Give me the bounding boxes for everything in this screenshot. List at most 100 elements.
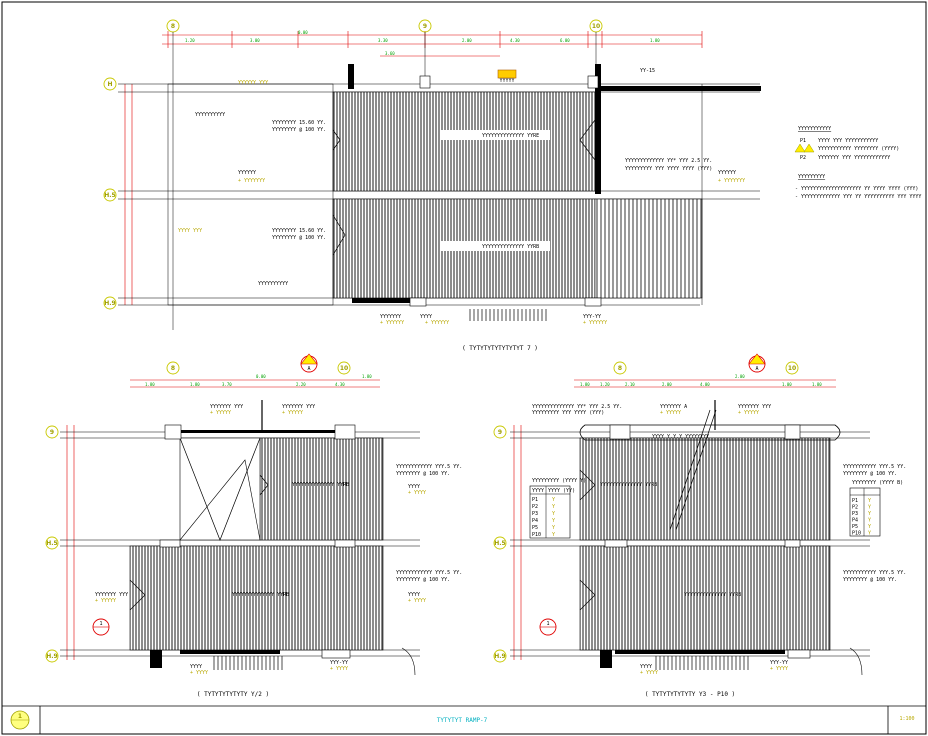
svg-text:1.80: 1.80 [812, 382, 822, 387]
svg-text:YYYYYYYYYYYYYY YYRB: YYYYYYYYYYYYYY YYRB [600, 482, 657, 488]
plan-top: 1.20 3.00 0.00 3.30 2.00 4.30 6.00 1.80 … [103, 19, 761, 352]
svg-text:A: A [307, 366, 310, 372]
svg-text:+ YYYYY: + YYYYY [95, 598, 116, 604]
svg-text:YYYYYYYY @ 100 YY.: YYYYYYYY @ 100 YY. [396, 471, 450, 477]
svg-text:+ YYYY: + YYYY [330, 666, 348, 672]
section-marker-1-left: 1 [92, 618, 110, 636]
table-cell: Y [552, 518, 555, 524]
svg-text:YYYYYY: YYYYYY [238, 170, 256, 176]
grid-bubble-H5: H.5 [103, 188, 117, 202]
note-right: YYYYYYYYYYYYY YY* YYY 2.5 YY. [625, 158, 712, 164]
svg-text:YYYY: YYYY [420, 314, 432, 320]
legend-item-3: YYYYYYY YYY YYYYYYYYYYYY [818, 155, 890, 161]
svg-text:YYYYYYYYYYY YYY.5 YY.: YYYYYYYYYYY YYY.5 YY. [843, 570, 906, 576]
plan-left: 1.80 1.80 3.70 0.00 2.20 4.30 1.80 8 10 … [45, 353, 462, 698]
grid-bubble-8-right: 8 [613, 361, 627, 375]
note-bot-left: YYYYYYYY 15.60 YY. [272, 228, 326, 234]
svg-text:+ YYYYY: + YYYYY [660, 410, 681, 416]
legend-note-2: - YYYYYYYYYYYYY YYY YY YYYYYYYYYY YYY YY… [795, 194, 921, 200]
svg-text:9: 9 [423, 23, 427, 30]
svg-text:3.00: 3.00 [250, 38, 260, 43]
svg-text:YYYYYYY: YYYYYYY [380, 314, 401, 320]
svg-text:YYYY: YYYY [532, 488, 544, 494]
svg-text:A: A [755, 366, 758, 372]
legend-heading: YYYYYYYYYYY [798, 126, 831, 132]
section-marker-A-left: A [300, 353, 318, 373]
svg-text:P2: P2 [800, 155, 806, 161]
svg-text:1.80: 1.80 [362, 374, 372, 379]
svg-text:2.00: 2.00 [462, 38, 472, 43]
svg-text:H.5: H.5 [46, 540, 57, 547]
note-right-left-1: YYYYYYYYYYYY YYY.5 YY. [396, 464, 462, 470]
svg-text:3.70: 3.70 [222, 382, 232, 387]
note-top-right: YYYYYYYYYYYYYY YY* YYY 2.5 YY. [532, 404, 622, 410]
svg-text:8: 8 [618, 365, 622, 372]
svg-text:10: 10 [788, 365, 796, 372]
svg-text:YYYYYYYYYYY YYY.5 YY.: YYYYYYYYYYY YYY.5 YY. [843, 464, 906, 470]
note-stair-left: YYYYYYYYYYYYYY YYRB [292, 482, 349, 488]
svg-text:H.5: H.5 [494, 540, 505, 547]
svg-text:1.80: 1.80 [580, 382, 590, 387]
table-cell: Y [552, 511, 555, 517]
svg-text:YYYYYYY YYY: YYYYYYY YYY [95, 592, 128, 598]
svg-text:YYYYYYYY @ 100 YY.: YYYYYYYY @ 100 YY. [396, 577, 450, 583]
svg-text:6.00: 6.00 [560, 38, 570, 43]
note-ramp-down: YYYYYYYYYYYYYY YYRB [482, 244, 539, 250]
svg-text:+ YYYY: + YYYY [190, 670, 208, 676]
note-top-yellow: YYYYYY YYY [238, 80, 268, 86]
svg-text:+ YYYYYY: + YYYYYY [425, 320, 449, 326]
ramp-up-area [332, 91, 596, 192]
svg-text:YYYYYYY YYY: YYYYYYY YYY [738, 404, 771, 410]
plan-left-caption: ( TYTYTYTYTYTY Y/2 ) [197, 691, 269, 698]
svg-text:YYYY: YYYY [408, 592, 420, 598]
svg-text:+ YYYY: + YYYY [408, 490, 426, 496]
svg-text:+ YYYYY: + YYYYY [282, 410, 303, 416]
svg-text:+ YYYYYYY: + YYYYYYY [238, 178, 265, 184]
grid-bubble-10: 10 [589, 19, 603, 33]
table-row: P3 [532, 511, 538, 517]
table-row: P5 [532, 525, 538, 531]
svg-text:2.00: 2.00 [735, 374, 745, 379]
svg-text:YYYYYYYYYYYYYY YYRB: YYYYYYYYYYYYYY YYRB [232, 592, 289, 598]
plan-right-caption: ( TYTYTYTYTYTY Y3 - P10 ) [645, 691, 735, 698]
svg-text:1.20: 1.20 [185, 38, 195, 43]
pile-table-2-header: YYYYYYYY (YYYY B) [852, 480, 903, 486]
svg-text:YYYY: YYYY [640, 664, 652, 670]
table-cell: Y [552, 504, 555, 510]
svg-text:+ YYYY: + YYYY [770, 666, 788, 672]
note-top-left: YYYYYYYY 15.60 YY. [272, 120, 326, 126]
table-cell: Y [552, 532, 555, 538]
svg-text:YYYYYYYYYY: YYYYYYYYYY [258, 281, 288, 287]
table-row: P4 [532, 518, 538, 524]
sheet-number-badge: 1 [10, 710, 30, 730]
grid-bubble-10-left: 10 [337, 361, 351, 375]
svg-text:2.00: 2.00 [662, 382, 672, 387]
svg-text:3.60: 3.60 [385, 51, 395, 56]
svg-text:1.00: 1.00 [782, 382, 792, 387]
svg-text:YYYY (YY): YYYY (YY) [548, 488, 575, 494]
table-row: P1 [532, 497, 538, 503]
grid-bubble-10-right: 10 [785, 361, 799, 375]
svg-text:YYYYYYYYYY: YYYYYYYYYY [195, 112, 225, 118]
table-row: P2 [852, 505, 858, 511]
svg-text:9: 9 [50, 429, 54, 436]
svg-text:YYY-YY: YYY-YY [770, 660, 788, 666]
svg-text:1.80: 1.80 [145, 382, 155, 387]
svg-text:YYYYYYYY @ 100 YY.: YYYYYYYY @ 100 YY. [843, 577, 897, 583]
svg-text:YYY-YY: YYY-YY [330, 660, 348, 666]
svg-text:4.30: 4.30 [510, 38, 520, 43]
grid-bubble-8-left: 8 [166, 361, 180, 375]
svg-text:YYYYYYYY @ 100 YY.: YYYYYYYY @ 100 YY. [843, 471, 897, 477]
svg-text:10: 10 [340, 365, 348, 372]
sheet-number: 1 [18, 713, 22, 720]
svg-text:YYYYYYYY @ 100 YY.: YYYYYYYY @ 100 YY. [272, 127, 326, 133]
grid-bubble-9: 9 [418, 19, 432, 33]
section-marker-1-right: 1 [539, 618, 557, 636]
legend-notes-heading: YYYYYYYYY [798, 174, 825, 180]
svg-text:H.9: H.9 [46, 653, 57, 660]
table-row: P2 [532, 504, 538, 510]
svg-text:H.9: H.9 [494, 653, 505, 660]
table-row: P1 [852, 498, 858, 504]
